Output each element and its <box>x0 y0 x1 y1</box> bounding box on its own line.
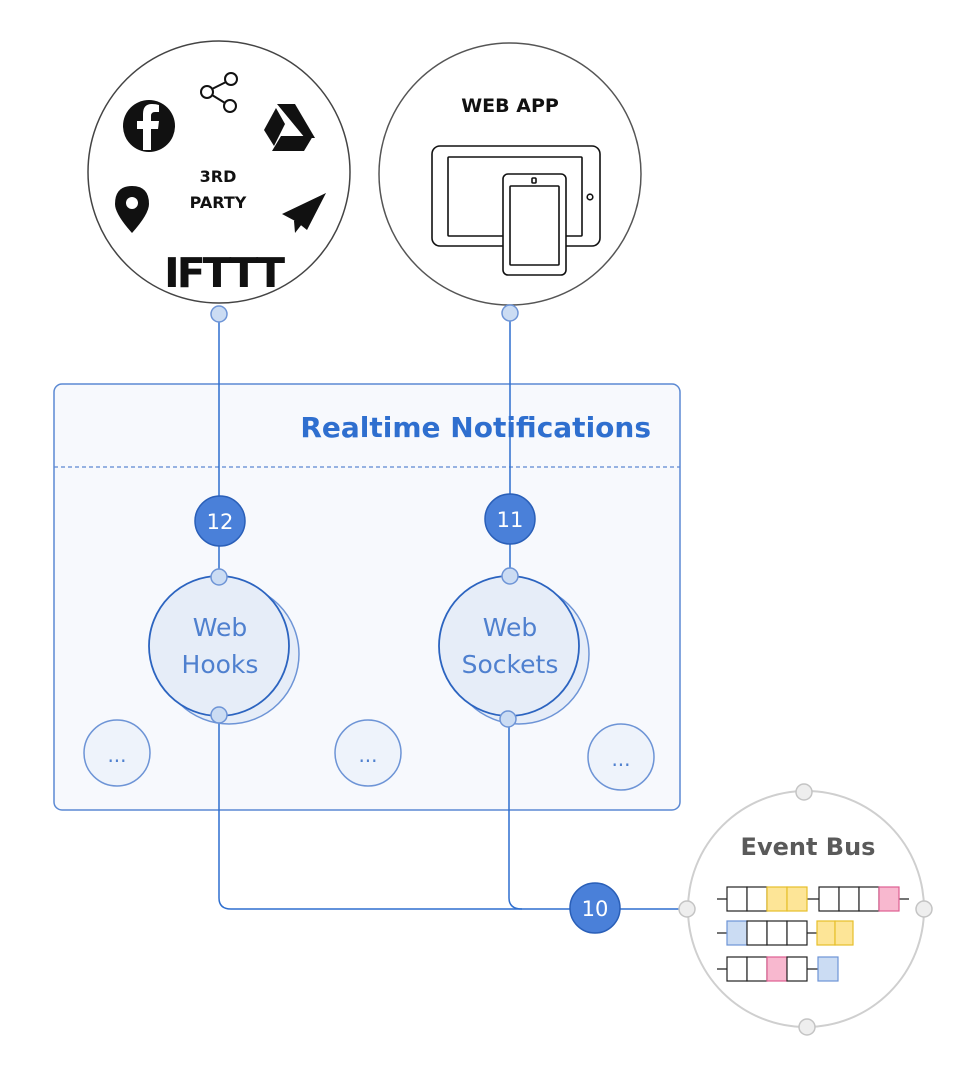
event-queue-row-1 <box>717 886 909 912</box>
badge-websockets-number: 11 <box>497 508 524 532</box>
third-party-circle: 3RD PARTY <box>87 40 351 304</box>
badge-eventbus: 10 <box>569 882 621 934</box>
websockets-label-line1: Web <box>483 613 538 642</box>
facebook-icon <box>123 100 175 152</box>
more-node-1: ... <box>83 719 151 787</box>
phone-icon <box>502 173 567 276</box>
event-queue-row-3 <box>717 956 839 982</box>
websockets-label-line2: Sockets <box>462 650 559 679</box>
more-node-3: ... <box>587 723 655 791</box>
share-icon <box>200 72 238 113</box>
websockets-bottom-port <box>499 710 517 728</box>
webhooks-label-line2: Hooks <box>182 650 259 679</box>
event-bus-port-left <box>678 900 696 918</box>
event-bus-port-bottom <box>798 1018 816 1036</box>
websockets-top-port <box>501 567 519 585</box>
web-app-title: WEB APP <box>461 95 559 117</box>
badge-eventbus-number: 10 <box>582 897 609 921</box>
badge-webhooks: 12 <box>194 495 246 547</box>
badge-websockets: 11 <box>484 493 536 545</box>
ifttt-logo: IFTTT <box>164 249 285 297</box>
event-bus-port-top <box>795 783 813 801</box>
event-bus-circle: Event Bus <box>678 783 933 1036</box>
badge-webhooks-number: 12 <box>207 510 234 534</box>
websockets-node: Web Sockets <box>438 567 590 728</box>
google-drive-icon <box>264 104 315 151</box>
webhooks-node: Web Hooks <box>148 568 300 725</box>
webhooks-bottom-port <box>210 706 228 724</box>
more-node-3-label: ... <box>611 747 630 771</box>
third-party-title-line1: 3RD <box>200 167 237 186</box>
paper-plane-icon <box>282 193 326 233</box>
event-bus-title: Event Bus <box>741 833 876 861</box>
event-bus-port-right <box>915 900 933 918</box>
connector-websockets-eventbus <box>508 719 523 910</box>
realtime-title: Realtime Notifications <box>300 411 651 444</box>
third-party-port <box>210 305 228 323</box>
event-queue-row-2 <box>717 920 854 946</box>
web-app-circle: WEB APP <box>378 42 642 306</box>
more-node-2: ... <box>334 719 402 787</box>
web-app-port <box>501 304 519 322</box>
webhooks-label-line1: Web <box>193 613 248 642</box>
third-party-title-line2: PARTY <box>190 193 247 212</box>
webhooks-top-port <box>210 568 228 586</box>
more-node-2-label: ... <box>358 743 377 767</box>
map-pin-icon <box>115 186 149 233</box>
connector-webhooks-eventbus <box>218 716 687 910</box>
more-node-1-label: ... <box>107 743 126 767</box>
